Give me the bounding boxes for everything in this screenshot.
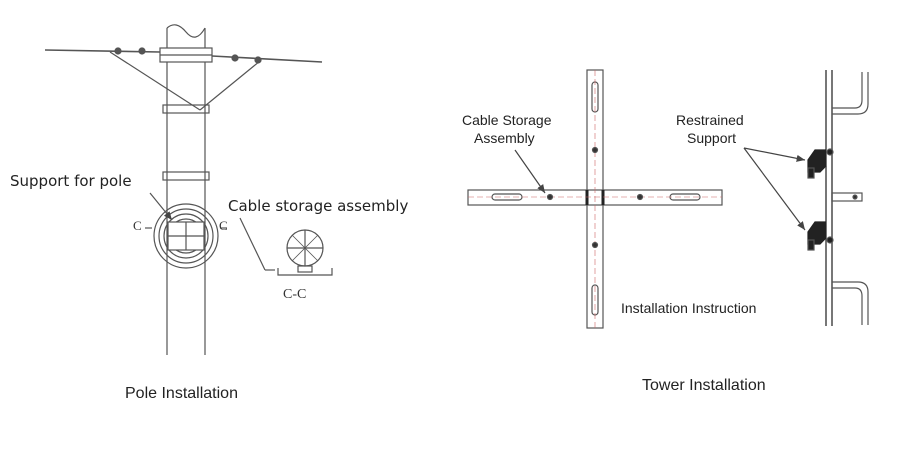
restrained-support-label-line1: Restrained: [676, 112, 744, 128]
pole-labels: Support for pole Cable storage assembly …: [10, 172, 408, 402]
cable-storage-assembly-label: Cable storage assembly: [228, 197, 408, 215]
tower-side-drawing: [743, 70, 869, 326]
cross-labels: Cable Storage Assembly Installation Inst…: [462, 112, 766, 394]
cable-storage-label-line2: Assembly: [474, 130, 535, 146]
support-for-pole-label: Support for pole: [10, 172, 132, 190]
cross-assembly-drawing: [467, 69, 723, 329]
tower-installation-caption: Tower Installation: [642, 377, 766, 394]
section-view-label: C-C: [283, 287, 306, 302]
restrained-support-label-line2: Support: [687, 130, 736, 146]
tower-side-labels: Restrained Support: [676, 112, 744, 146]
pole-installation-caption: Pole Installation: [125, 385, 238, 402]
section-mark-left: C: [133, 218, 142, 233]
cable-storage-label-line1: Cable Storage: [462, 112, 552, 128]
pole-drawing: [44, 24, 333, 355]
installation-instruction-label: Installation Instruction: [621, 300, 756, 316]
section-mark-right: C: [219, 218, 228, 233]
